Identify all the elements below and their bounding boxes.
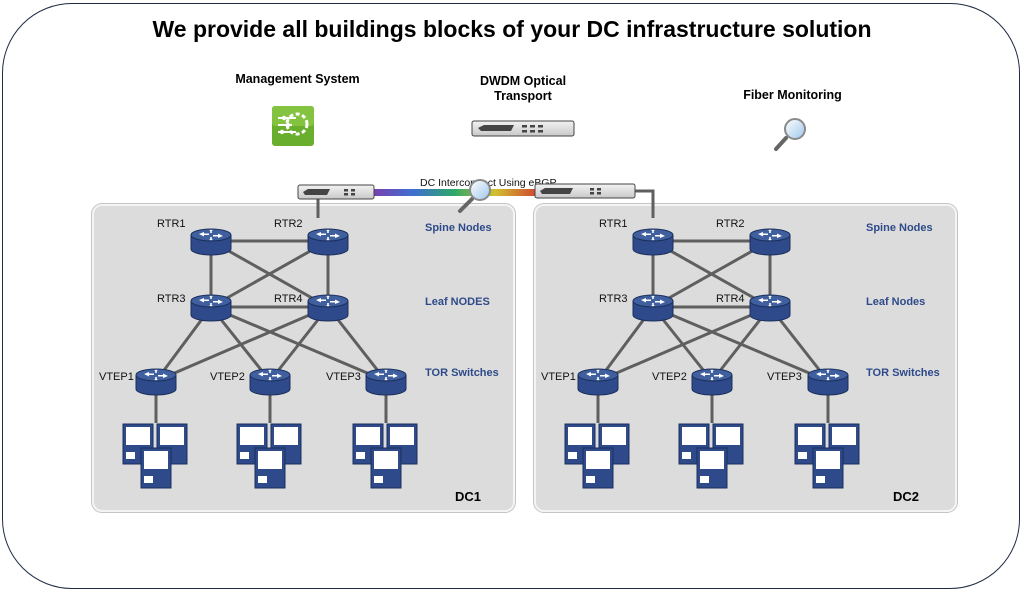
dc1-tor-tier: TOR Switches	[425, 367, 499, 379]
dwdm-label: DWDM Optical Transport	[479, 74, 567, 103]
dc1-link-r2-r3	[210, 239, 329, 309]
dwdm-chassis-dc1-icon	[297, 184, 375, 200]
dc2-vtep3-server-3	[812, 447, 844, 489]
dc2-rtr1-label: RTR1	[599, 218, 628, 230]
dc1-vtep1-router-icon	[135, 368, 177, 396]
dc1-vtep3-label: VTEP3	[326, 371, 361, 383]
dc2-rtr4-router-icon	[749, 294, 791, 322]
dc1-vtep1-server-3	[140, 447, 172, 489]
dc1-vtep2-server-3	[254, 447, 286, 489]
dwdm-chassis-icon	[471, 120, 575, 137]
dc2-vtep2-router-icon	[691, 368, 733, 396]
fiber-label: Fiber Monitoring	[743, 88, 842, 102]
dci-fiber-link	[372, 189, 536, 196]
dc2-rtr3-router-icon	[632, 294, 674, 322]
dc1-vtep1-label: VTEP1	[99, 371, 134, 383]
dc2-vtep3-router-icon	[807, 368, 849, 396]
outer-frame	[2, 3, 1020, 589]
dc1-vtep3-router-icon	[365, 368, 407, 396]
dc2-vtep2-server-1	[678, 423, 710, 465]
dc2-dci-drop	[635, 189, 655, 218]
dc2-vtep1-router-icon	[577, 368, 619, 396]
dc1-vtep1-server-1	[122, 423, 154, 465]
dc1-rtr1-label: RTR1	[157, 218, 186, 230]
page-title: We provide all buildings blocks of your …	[152, 16, 872, 42]
dc2-vtep3-server-1	[794, 423, 826, 465]
dc1-rtr1-router-icon	[190, 228, 232, 256]
dc1-link-r4-v1	[155, 305, 329, 383]
management-label: Management System	[235, 72, 360, 86]
dc1-rtr2-router-icon	[307, 228, 349, 256]
dc2-vtep2-label: VTEP2	[652, 371, 687, 383]
dc1-vtep2-router-icon	[249, 368, 291, 396]
dc2-rtr3-label: RTR3	[599, 293, 628, 305]
dc1-name: DC1	[455, 489, 482, 504]
dc2-rtr4-label: RTR4	[716, 293, 745, 305]
dc2-name: DC2	[893, 489, 920, 504]
magnifier-icon	[774, 118, 806, 151]
dc1-spine-tier: Spine Nodes	[425, 222, 492, 234]
dci-magnifier-icon	[458, 179, 491, 213]
dc1-rtr3-router-icon	[190, 294, 232, 322]
dc2-vtep1-label: VTEP1	[541, 371, 576, 383]
dc2-spine-tier: Spine Nodes	[866, 222, 933, 234]
management-gear-icon	[272, 106, 314, 146]
dc1-vtep2-label: VTEP2	[210, 371, 245, 383]
dc1-rtr4-router-icon	[307, 294, 349, 322]
dwdm-chassis-dc2-icon	[534, 183, 636, 199]
dc2-rtr1-router-icon	[632, 228, 674, 256]
dc2-rtr2-label: RTR2	[716, 218, 745, 230]
dc1-rtr2-label: RTR2	[274, 218, 303, 230]
dc2-vtep3-label: VTEP3	[767, 371, 802, 383]
dc1-rtr4-label: RTR4	[274, 293, 303, 305]
dc2-link-r2-r3	[652, 239, 771, 309]
dc1-vtep3-server-3	[370, 447, 402, 489]
dc2-leaf-tier: Leaf Nodes	[866, 296, 926, 308]
dc2-vtep1-server-3	[582, 447, 614, 489]
dc2-link-r4-v1	[597, 305, 771, 383]
dc2-tor-tier: TOR Switches	[866, 367, 940, 379]
dc2-vtep2-server-3	[696, 447, 728, 489]
dc1-rtr3-label: RTR3	[157, 293, 186, 305]
dc1-leaf-tier: Leaf NODES	[425, 296, 490, 308]
dc2-rtr2-router-icon	[749, 228, 791, 256]
